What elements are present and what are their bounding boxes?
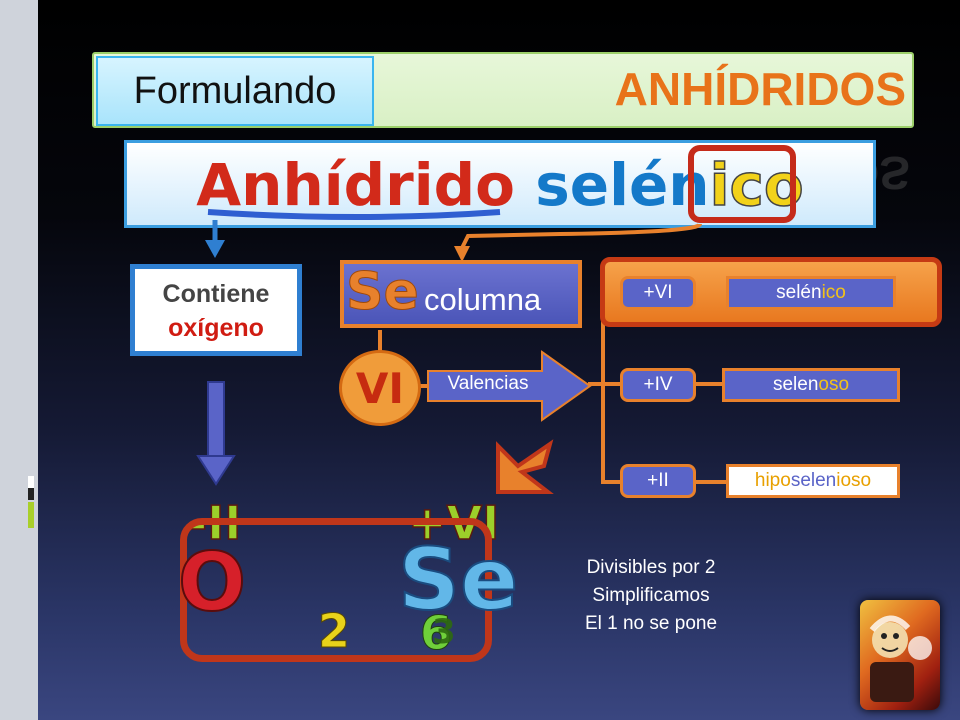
name-selenioso: selenoso [722,368,900,402]
name-root: selen [790,470,837,491]
valencias-label: Valencias [447,373,529,394]
down-arrow-shaft [207,381,225,461]
simplification-notes: Divisibles por 2 Simplificamos El 1 no s… [556,554,746,638]
oxygen-subscript: 2 [317,604,351,659]
valencias-arrow [427,350,592,422]
selenium-subscript: 6 [419,606,453,661]
name-prefix: hipo [754,470,791,491]
decor-bar-white [28,476,34,496]
title-part-ico: ico [709,150,805,220]
decor-bar-dark [28,488,34,500]
blue-underline [207,209,501,220]
selenium-symbol: Se [397,529,519,631]
scientist-illustration-icon [869,615,932,702]
oxigeno-label: oxígeno [168,314,264,342]
blue-arrowhead [205,240,225,258]
valence-plus-iv: +IV [620,368,696,402]
main-title: Anhídrido selénico [124,142,876,228]
valence-plus-vi: +VI [620,276,696,310]
name-suffix: oso [818,374,850,395]
name-suffix: ioso [836,470,872,491]
element-symbol: Se [346,262,420,323]
oxygen-symbol: O [177,535,247,630]
title-part-selen: selén [535,151,710,219]
note-line: Simplificamos [592,585,710,606]
name-selenico: selénico [726,276,896,310]
decor-bar-green [28,502,34,528]
suffix-highlight-frame [688,145,796,223]
formulando-label: Formulando [96,56,374,126]
character-image [860,600,940,710]
element-column-box [340,260,582,328]
name-root: selen [772,374,819,395]
left-side-strip [0,0,38,720]
selenium-subscript-simplified: 3 [432,612,456,652]
note-line: Divisibles por 2 [586,557,716,578]
valence-plus-ii: +II [620,464,696,498]
title-part-anhidrido: Anhídrido [196,151,516,219]
orange-arrowhead [454,246,470,262]
name-suffix: ico [821,282,846,303]
note-line: El 1 no se pone [584,613,718,634]
group-number-circle: VI [339,350,421,426]
orange-connector [460,222,702,249]
contiene-label: Contiene [162,280,270,308]
column-label: columna [424,282,542,317]
down-arrow-head [196,455,236,486]
contiene-oxigeno-box: Contiene oxígeno [130,264,302,356]
name-root: selén [776,282,822,303]
formula-frame [180,518,492,662]
diagonal-arrow-icon [496,439,554,494]
name-hiposelenioso: hiposelenioso [726,464,900,498]
section-title: ANHÍDRIDOS [614,63,906,115]
